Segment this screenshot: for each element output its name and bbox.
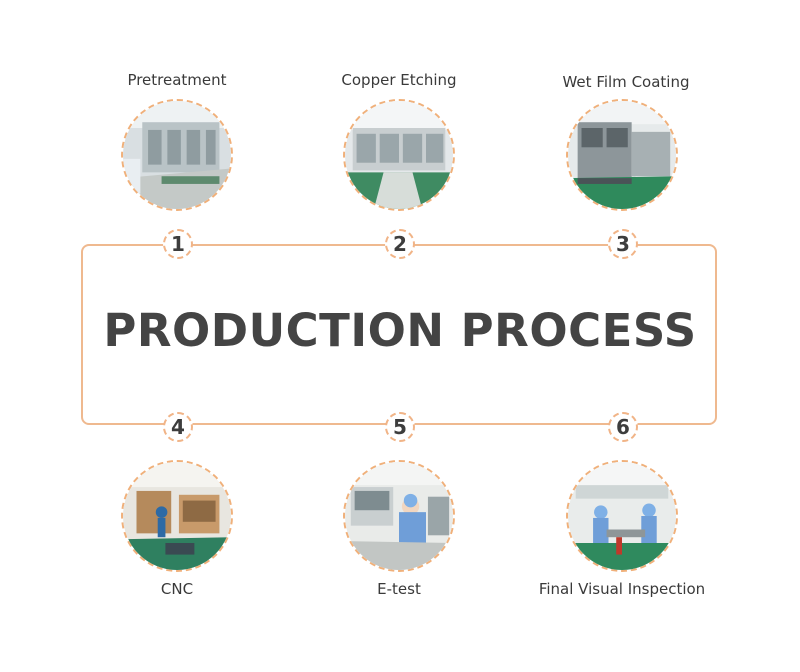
step-4-label: CNC [160, 580, 194, 598]
step-1-photo [121, 99, 233, 211]
step-4-number: 4 [163, 412, 193, 442]
diagram-title: PRODUCTION PROCESS [103, 304, 697, 357]
step-1-label: Pretreatment [127, 71, 227, 89]
step-5-label: E-test [377, 580, 421, 598]
step-6-photo [566, 460, 678, 572]
step-5-number: 5 [385, 412, 415, 442]
step-3-label: Wet Film Coating [562, 73, 690, 91]
step-2-number: 2 [385, 229, 415, 259]
step-6-number: 6 [608, 412, 638, 442]
step-3-photo [566, 99, 678, 211]
step-2-photo [343, 99, 455, 211]
step-5-photo [343, 460, 455, 572]
step-2-label: Copper Etching [341, 71, 457, 89]
step-3-number: 3 [608, 229, 638, 259]
step-6-label: Final Visual Inspection [538, 580, 706, 598]
step-4-photo [121, 460, 233, 572]
step-1-number: 1 [163, 229, 193, 259]
